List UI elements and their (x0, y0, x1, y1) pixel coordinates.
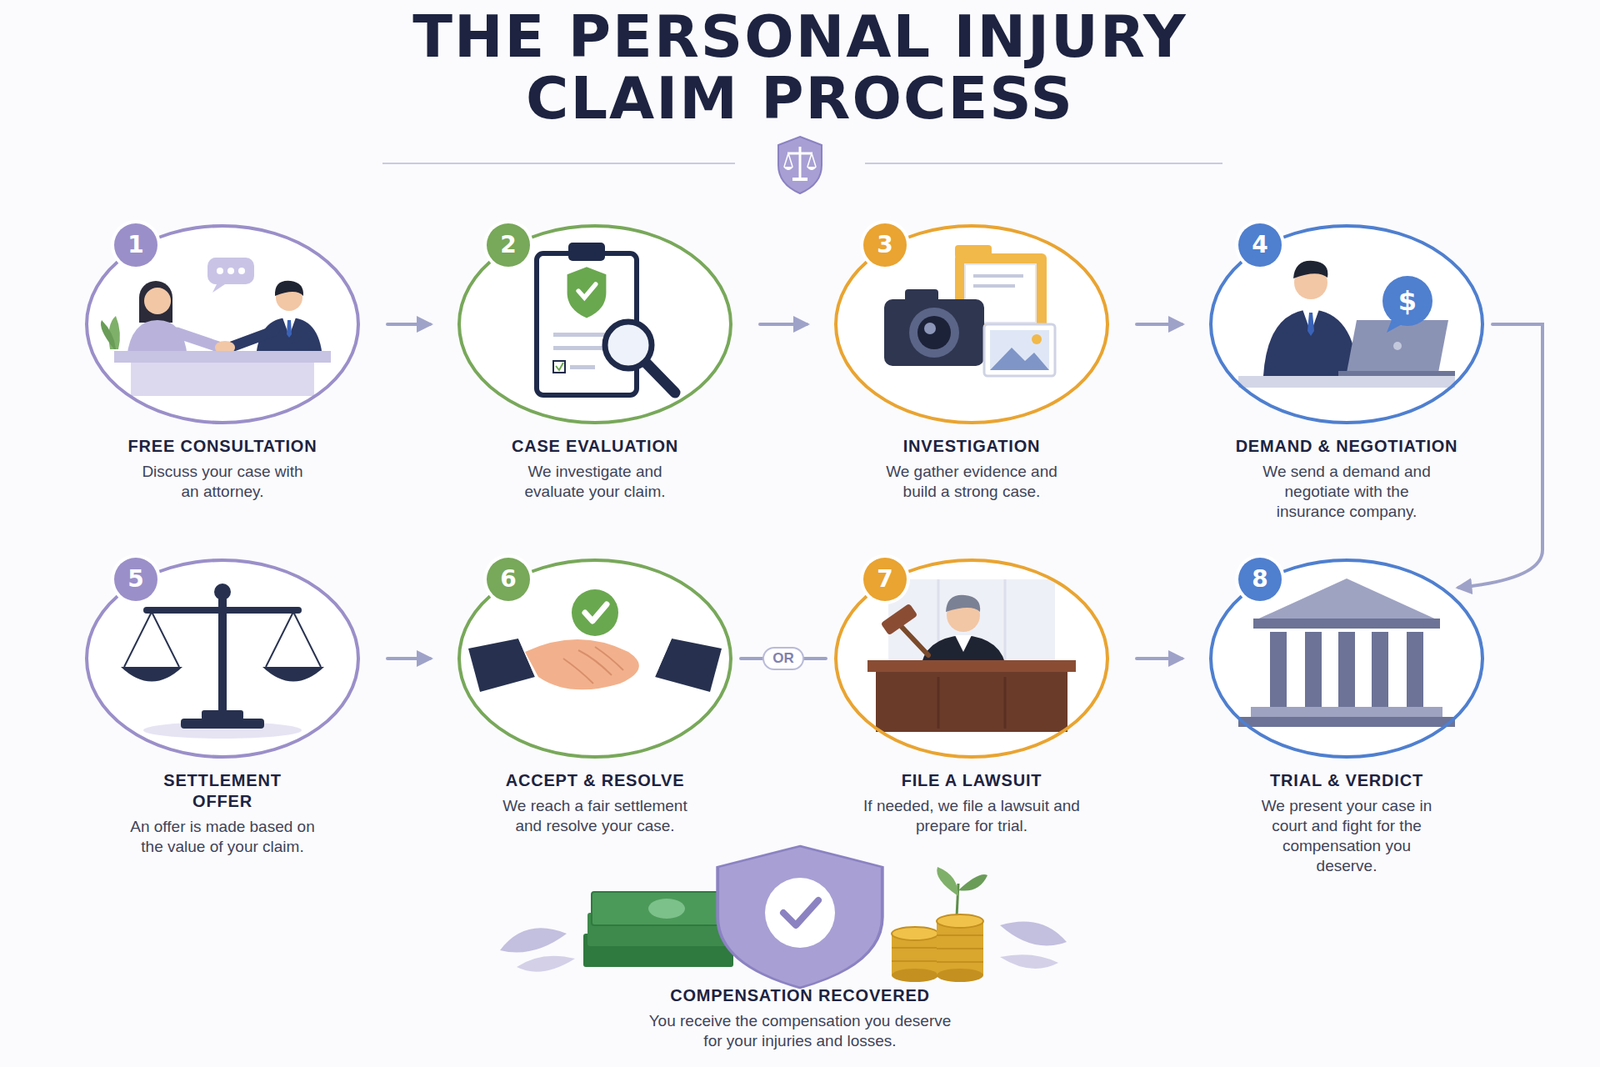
step-description: We present your case in court and fight … (1253, 795, 1441, 876)
edge-label: OR (762, 646, 805, 670)
step-description: Discuss your case with an attorney. (137, 461, 309, 502)
step-badge: 4 (1238, 223, 1282, 267)
step-heading: FILE A LAWSUIT (901, 770, 1043, 791)
step-badge: 6 (486, 557, 530, 601)
step-description: If needed, we file a lawsuit and prepare… (863, 795, 1080, 836)
step-node: 1FREE CONSULTATION Discuss your case with… (76, 224, 369, 502)
step-number: 1 (127, 233, 144, 257)
step-badge: 5 (114, 557, 158, 601)
step-badge: 8 (1238, 557, 1282, 601)
step-heading: SETTLEMENT OFFER (151, 770, 294, 812)
flow-arrow (1136, 322, 1182, 326)
step-node: 3INVESTIGATION We gather evidence and bui… (825, 224, 1118, 502)
step-number: 5 (127, 567, 144, 591)
step-node: 4DEMAND & NEGOTIATION We send a demand an… (1200, 224, 1493, 522)
step-node: 2CASE EVALUATION We investigate and evalu… (449, 224, 741, 502)
step-heading: FREE CONSULTATION (128, 435, 318, 457)
currency-symbol: $ (1398, 287, 1417, 315)
step-heading: TRIAL & VERDICT (1270, 770, 1424, 791)
flow-arrow (387, 656, 430, 660)
step-node: 7FILE A LAWSUIT If needed, we file a laws… (825, 558, 1118, 836)
diagram-title: THE PERSONAL INJURY CLAIM PROCESS (333, 6, 1267, 130)
step-number: 3 (876, 233, 893, 257)
step-badge: 7 (863, 557, 907, 601)
step-description: An offer is made based on the value of y… (125, 816, 321, 857)
step-node: 6ACCEPT & RESOLVE We reach a fair settlem… (449, 558, 741, 836)
step-node: 5SETTLEMENT OFFERAn offer is made based … (76, 558, 369, 857)
compensation-illustration (500, 845, 1067, 988)
title-divider (382, 136, 1223, 194)
flow-arrow (387, 322, 430, 326)
step-description: We gather evidence and build a strong ca… (882, 461, 1062, 502)
step-badge: 2 (486, 223, 530, 267)
step-number: 4 (1251, 233, 1268, 257)
step-heading: ACCEPT & RESOLVE (505, 770, 685, 791)
step-node: 8TRIAL & VERDICT We present your case in … (1200, 558, 1493, 876)
step-heading: INVESTIGATION (903, 435, 1040, 457)
step-description: We reach a fair settlement and resolve y… (493, 795, 698, 836)
step-description: We send a demand and negotiate with the … (1257, 461, 1437, 522)
step-heading: CASE EVALUATION (511, 435, 679, 457)
flow-arrow (1136, 656, 1182, 660)
step-number: 7 (876, 567, 893, 591)
step-badge: 1 (114, 223, 158, 267)
step-number: 2 (500, 233, 516, 257)
flow-arrow (760, 322, 807, 326)
step-heading: DEMAND & NEGOTIATION (1235, 435, 1459, 457)
outcome-node: COMPENSATION RECOVERED You receive the co… (633, 985, 967, 1051)
step-description: We investigate and evaluate your claim. (511, 461, 679, 502)
step-number: 6 (500, 567, 516, 591)
step-description: You receive the compensation you deserve… (641, 1010, 959, 1051)
step-number: 8 (1251, 567, 1268, 591)
step-heading: COMPENSATION RECOVERED (670, 985, 930, 1006)
flow-arrow (1458, 324, 1543, 588)
step-badge: 3 (863, 223, 907, 267)
